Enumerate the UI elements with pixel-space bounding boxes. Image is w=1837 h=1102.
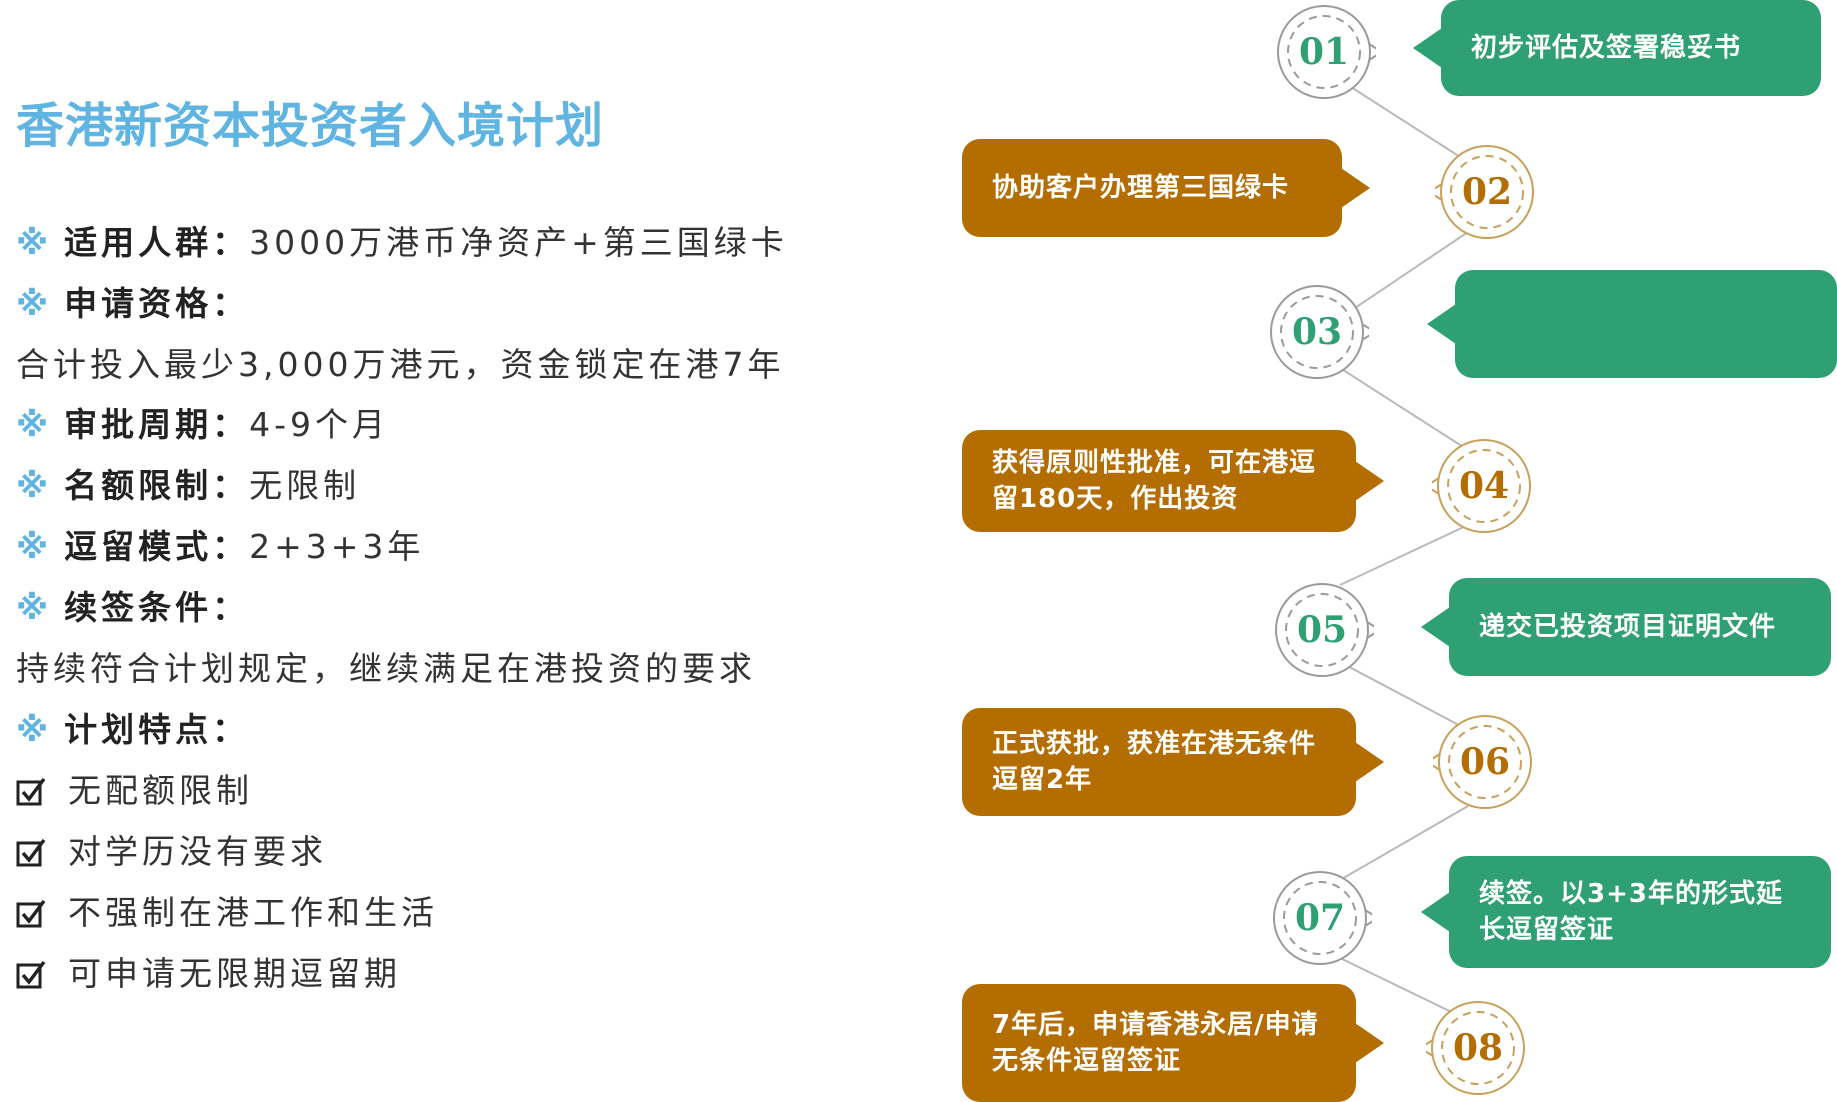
features-row: ※ 计划特点： xyxy=(16,713,249,746)
step-text: 初步评估及签署稳妥书 xyxy=(1471,33,1742,63)
step-number: 03 xyxy=(1291,311,1343,353)
reference-mark-icon: ※ xyxy=(16,284,53,323)
feature-text: 可申请无限期逗留期 xyxy=(68,954,401,993)
bubble-tail xyxy=(1413,28,1442,68)
bubble-tail xyxy=(1355,461,1384,501)
step-03-bubble xyxy=(1427,270,1837,378)
step-02-circle: 02 xyxy=(1435,140,1539,244)
step-number: 02 xyxy=(1461,171,1513,213)
step-01-circle: 01 xyxy=(1272,0,1376,104)
step-08-circle: 08 xyxy=(1426,996,1530,1100)
reference-mark-icon: ※ xyxy=(16,223,53,262)
step-text: 正式获批，获准在港无条件逗留2年 xyxy=(992,729,1317,795)
renew-label: 续签条件： xyxy=(64,588,250,627)
bubble-tail xyxy=(1341,168,1370,208)
step-number: 05 xyxy=(1296,609,1348,651)
step-number: 04 xyxy=(1458,465,1510,507)
step-03-circle: 03 xyxy=(1265,280,1369,384)
bubble-tail xyxy=(1421,607,1450,647)
step-number: 07 xyxy=(1294,897,1346,939)
step-07-circle: 07 xyxy=(1268,866,1372,970)
target-label: 适用人群： xyxy=(64,223,250,262)
step-04-bubble: 获得原则性批准，可在港逗留180天，作出投资 xyxy=(962,430,1384,532)
step-06-bubble: 正式获批，获准在港无条件逗留2年 xyxy=(962,708,1384,816)
step-number: 08 xyxy=(1452,1027,1504,1069)
feature-item: 可申请无限期逗留期 xyxy=(16,957,401,990)
step-01-bubble: 初步评估及签署稳妥书 xyxy=(1413,0,1821,96)
step-07-bubble: 续签。以3+3年的形式延长逗留签证 xyxy=(1421,856,1831,968)
reference-mark-icon: ※ xyxy=(16,588,53,627)
reference-mark-icon: ※ xyxy=(16,405,53,444)
renew-value: 持续符合计划规定，继续满足在港投资的要求 xyxy=(16,649,756,688)
feature-item: 对学历没有要求 xyxy=(16,835,327,868)
step-text: 7年后，申请香港永居/申请无条件逗留签证 xyxy=(992,1010,1319,1076)
step-text: 协助客户办理第三国绿卡 xyxy=(992,173,1290,203)
step-text: 续签。以3+3年的形式延长逗留签证 xyxy=(1479,879,1783,945)
period-label: 审批周期： xyxy=(64,405,250,444)
reference-mark-icon: ※ xyxy=(16,710,53,749)
checkbox-checked-icon xyxy=(16,898,46,928)
target-row: ※ 适用人群：3000万港币净资产+第三国绿卡 xyxy=(16,226,788,259)
eligibility-value: 合计投入最少3,000万港元，资金锁定在港7年 xyxy=(16,345,785,384)
feature-text: 无配额限制 xyxy=(68,771,253,810)
checkbox-checked-icon xyxy=(16,837,46,867)
checkbox-checked-icon xyxy=(16,776,46,806)
features-label: 计划特点： xyxy=(64,710,250,749)
step-number: 01 xyxy=(1298,31,1350,73)
step-number: 06 xyxy=(1459,741,1511,783)
stay-label: 逗留模式： xyxy=(64,527,250,566)
checkbox-checked-icon xyxy=(16,959,46,989)
step-05-bubble: 递交已投资项目证明文件 xyxy=(1421,578,1831,676)
quota-value: 无限制 xyxy=(249,466,361,505)
feature-text: 对学历没有要求 xyxy=(68,832,327,871)
renew-row: ※ 续签条件： xyxy=(16,591,249,624)
feature-text: 不强制在港工作和生活 xyxy=(68,893,438,932)
period-value: 4-9个月 xyxy=(249,405,389,444)
step-02-bubble: 协助客户办理第三国绿卡 xyxy=(962,139,1370,237)
eligibility-row: ※ 申请资格： xyxy=(16,287,249,320)
step-text: 递交已投资项目证明文件 xyxy=(1479,612,1777,642)
bubble-tail xyxy=(1355,1023,1384,1063)
step-08-bubble: 7年后，申请香港永居/申请无条件逗留签证 xyxy=(962,984,1384,1102)
feature-item: 不强制在港工作和生活 xyxy=(16,896,438,929)
stay-value: 2+3+3年 xyxy=(249,527,425,566)
step-04-circle: 04 xyxy=(1432,434,1536,538)
bubble-tail xyxy=(1427,304,1456,344)
page-title: 香港新资本投资者入境计划 xyxy=(16,98,605,154)
eligibility-label: 申请资格： xyxy=(64,284,250,323)
step-06-circle: 06 xyxy=(1433,710,1537,814)
quota-label: 名额限制： xyxy=(64,466,250,505)
reference-mark-icon: ※ xyxy=(16,527,53,566)
bubble-tail xyxy=(1421,892,1450,932)
period-row: ※ 审批周期：4-9个月 xyxy=(16,408,389,441)
step-05-circle: 05 xyxy=(1270,578,1374,682)
target-value: 3000万港币净资产+第三国绿卡 xyxy=(249,223,788,262)
stay-row: ※ 逗留模式：2+3+3年 xyxy=(16,530,424,563)
quota-row: ※ 名额限制：无限制 xyxy=(16,469,360,502)
step-text: 获得原则性批准，可在港逗留180天，作出投资 xyxy=(992,448,1317,514)
reference-mark-icon: ※ xyxy=(16,466,53,505)
bubble-tail xyxy=(1355,742,1384,782)
feature-item: 无配额限制 xyxy=(16,774,253,807)
